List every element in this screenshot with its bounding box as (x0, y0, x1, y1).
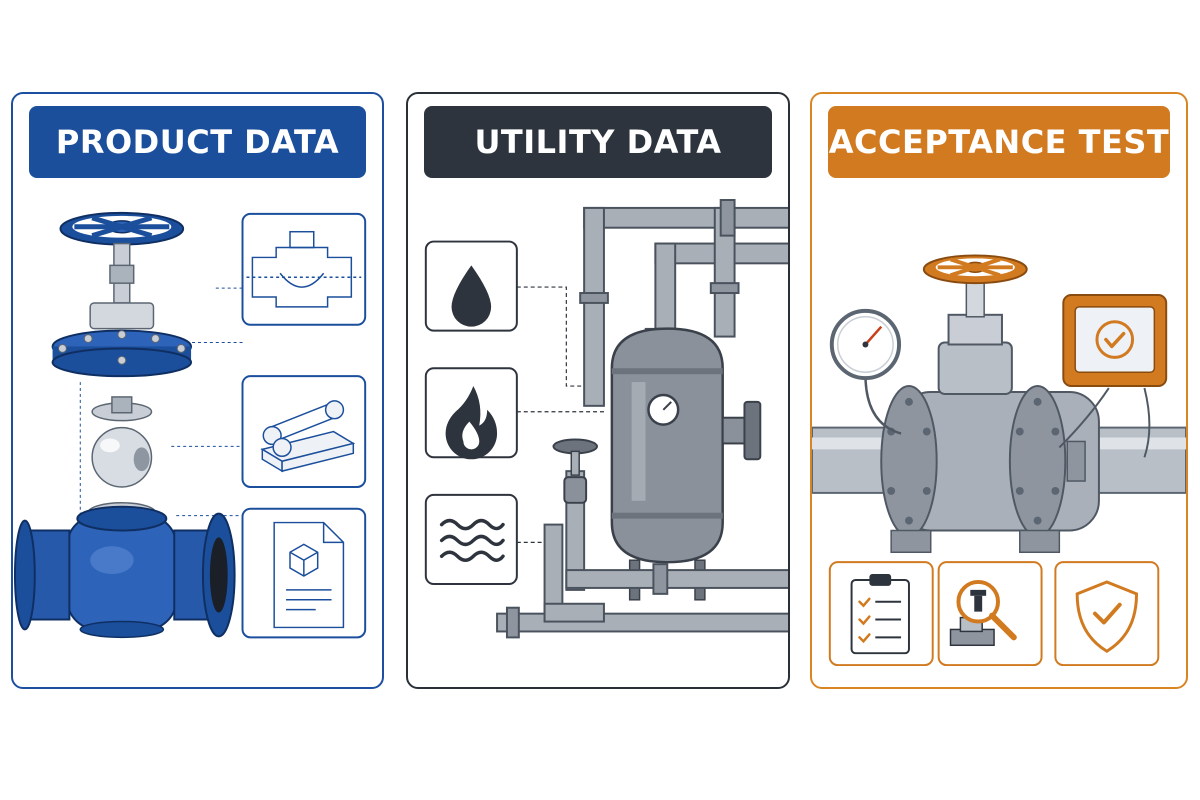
pressure-vessel-piping-illustration (424, 199, 788, 639)
utility-data-header: UTILITY DATA (424, 106, 772, 178)
waves-icon (424, 493, 518, 585)
valve-body (13, 505, 236, 639)
product-data-panel: PRODUCT DATA (11, 92, 384, 689)
product-data-header: PRODUCT DATA (29, 106, 366, 178)
pipeline (812, 385, 1186, 554)
test-valve (922, 254, 1028, 395)
valve-pipeline-test-illustration (812, 254, 1186, 667)
small-valve (552, 438, 598, 504)
document-icon (241, 507, 367, 639)
acceptance-test-header: ACCEPTANCE TEST (828, 106, 1170, 178)
pressure-vessel (610, 327, 762, 601)
flame-icon (424, 367, 518, 460)
acceptance-test-panel: ACCEPTANCE TEST (810, 92, 1188, 689)
shield-check-icon (1054, 561, 1160, 667)
pressure-gauge (829, 308, 902, 435)
utility-data-panel: UTILITY DATA (406, 92, 790, 689)
water-drop-icon (424, 240, 518, 332)
exploded-valve-illustration (13, 211, 367, 639)
test-monitor (1058, 294, 1168, 458)
inspection-magnifier-icon (937, 561, 1043, 667)
checklist-icon (828, 561, 934, 667)
technical-drawing-icon (241, 212, 367, 326)
raw-material-icon (241, 375, 367, 488)
handwheel (59, 211, 185, 246)
